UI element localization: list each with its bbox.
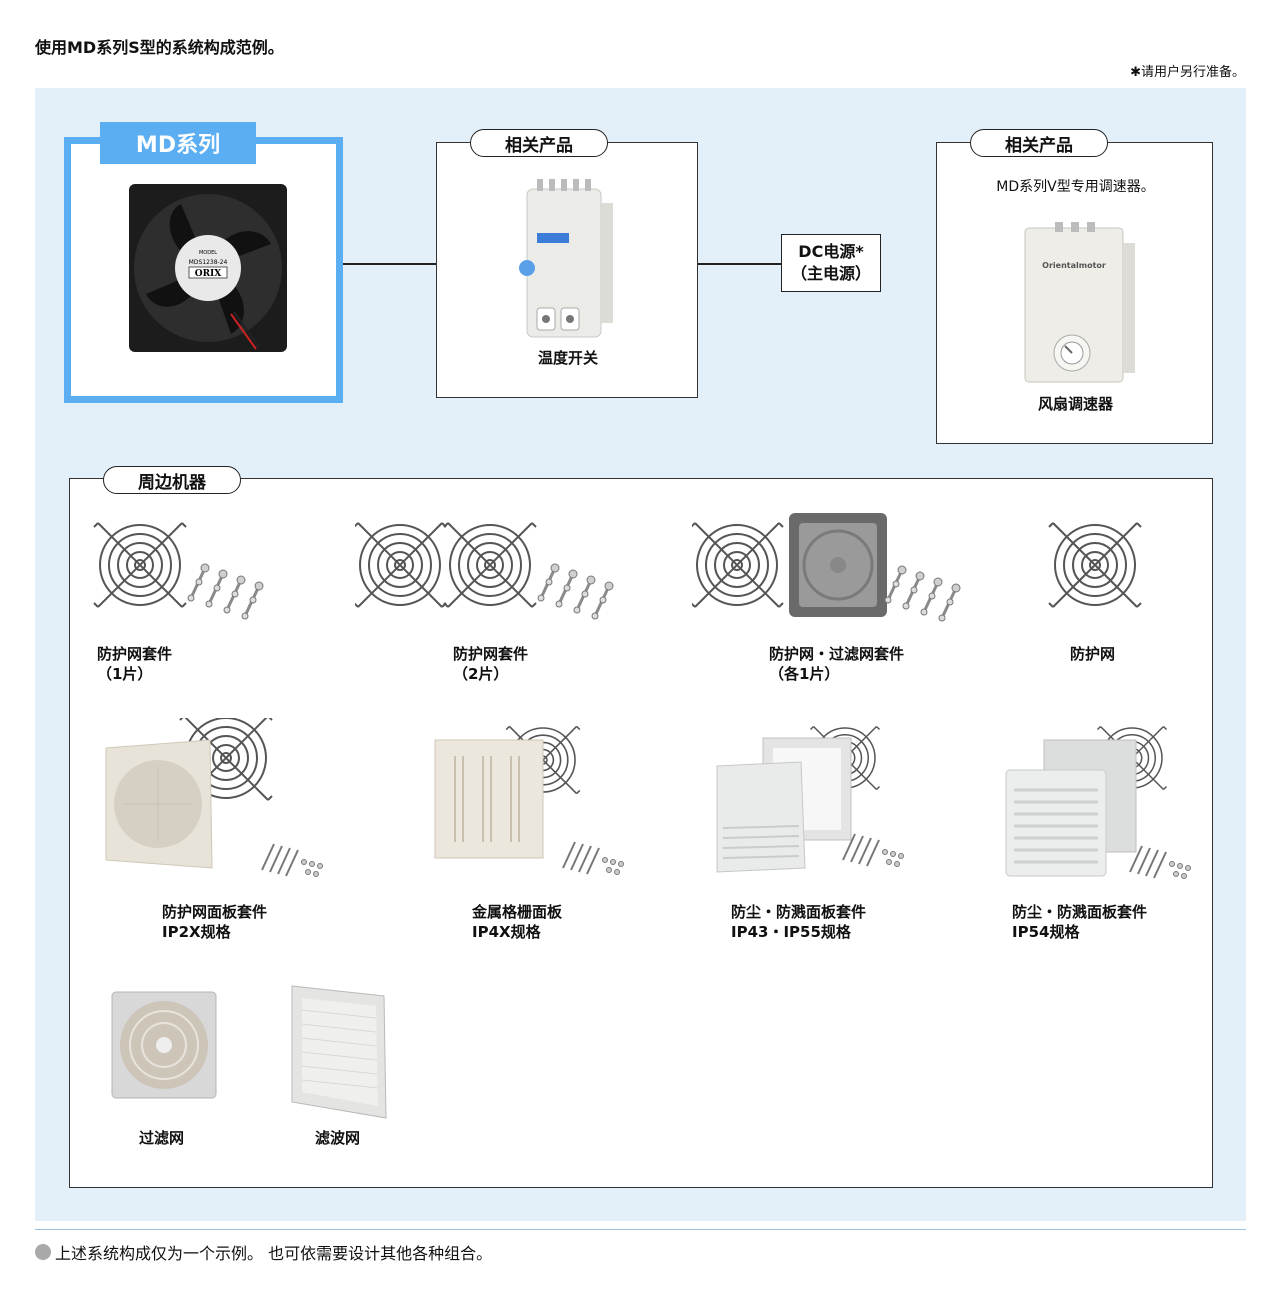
peripheral-tag: 周边机器 xyxy=(103,466,241,494)
peripheral-item-10-label: 滤波网 xyxy=(315,1128,360,1148)
item-4-line1: 防护网 xyxy=(1070,645,1116,663)
guard-kit-1-image xyxy=(93,522,310,630)
item-8-line2: IP54规格 xyxy=(1012,923,1080,941)
item-9-line1: 过滤网 xyxy=(139,1129,185,1147)
peripheral-item-6-label: 金属格栅面板 IP4X规格 xyxy=(472,902,562,942)
metal-grille-panel-image xyxy=(434,725,625,876)
item-6-line2: IP4X规格 xyxy=(472,923,541,941)
filter-image xyxy=(111,991,217,1099)
item-7-line2: IP43・IP55规格 xyxy=(731,923,851,941)
connector-fan-switch xyxy=(283,263,443,265)
speed-controller-desc: MD系列V型专用调速器。 xyxy=(996,179,1155,195)
dustproof-panel-ip43-image xyxy=(716,725,905,873)
mesh-filter-image xyxy=(291,985,387,1119)
guard-panel-kit-image xyxy=(105,718,324,878)
peripheral-item-9-label: 过滤网 xyxy=(139,1128,184,1148)
footer-note: 上述系统构成仅为一个示例。 也可依需要设计其他各种组合。 xyxy=(35,1240,492,1264)
peripheral-item-2-label: 防护网套件 （2片） xyxy=(453,644,528,684)
item-10-line1: 滤波网 xyxy=(315,1129,361,1147)
guard-kit-2-image xyxy=(355,522,645,630)
related-product-box-2: MD系列V型专用调速器。 Orientalmotor 风扇调速器 xyxy=(936,142,1213,444)
item-6-line1: 金属格栅面板 xyxy=(472,903,563,921)
related-product-tag-1: 相关产品 xyxy=(470,129,608,157)
peripheral-item-7-label: 防尘・防溅面板套件 IP43・IP55规格 xyxy=(731,902,866,942)
footer-divider xyxy=(35,1229,1246,1230)
item-5-line2: IP2X规格 xyxy=(162,923,231,941)
item-8-line1: 防尘・防溅面板套件 xyxy=(1012,903,1148,921)
guard-filter-kit-image xyxy=(692,513,1012,630)
item-5-line1: 防护网面板套件 xyxy=(162,903,268,921)
peripheral-item-4-label: 防护网 xyxy=(1070,644,1115,664)
item-2-line1: 防护网套件 xyxy=(453,645,529,663)
fan-model-text: MDS1238-24 xyxy=(189,259,228,266)
speed-controller-image: Orientalmotor xyxy=(1024,222,1135,383)
peripheral-item-1-label: 防护网套件 （1片） xyxy=(97,644,172,684)
bullet-icon xyxy=(35,1244,51,1260)
page-title: 使用MD系列S型的系统构成范例。 xyxy=(35,38,284,57)
dustproof-panel-ip54-image xyxy=(1005,725,1192,880)
dc-power-box: DC电源* （主电源） xyxy=(781,234,881,292)
note-user-supplied: ✱请用户另行准备。 xyxy=(1130,65,1245,80)
peripheral-item-8-label: 防尘・防溅面板套件 IP54规格 xyxy=(1012,902,1147,942)
item-7-line1: 防尘・防溅面板套件 xyxy=(731,903,867,921)
thermostat-image xyxy=(519,179,613,338)
svg-text:MODEL: MODEL xyxy=(199,250,217,256)
dc-power-line1: DC电源* xyxy=(798,242,864,261)
related-product-tag-2: 相关产品 xyxy=(970,129,1108,157)
related-product-box-1: 温度开关 xyxy=(436,142,698,398)
fan-speed-controller-label: 风扇调速器 xyxy=(1037,395,1113,413)
item-3-line1: 防护网・过滤网套件 xyxy=(769,645,905,663)
dc-power-line2: （主电源） xyxy=(790,264,871,283)
footer-text: 上述系统构成仅为一个示例。 也可依需要设计其他各种组合。 xyxy=(55,1244,493,1263)
fan-brand-text: ORIX xyxy=(195,269,222,279)
temperature-switch-label: 温度开关 xyxy=(537,349,598,367)
item-1-line2: （1片） xyxy=(97,665,153,683)
controller-brand-text: Orientalmotor xyxy=(1042,261,1106,270)
peripheral-item-5-label: 防护网面板套件 IP2X规格 xyxy=(162,902,267,942)
item-1-line1: 防护网套件 xyxy=(97,645,173,663)
finger-guard-image xyxy=(1048,522,1142,608)
peripheral-item-3-label: 防护网・过滤网套件 （各1片） xyxy=(769,644,904,684)
fan-image: MODEL MDS1238-24 ORIX xyxy=(129,184,287,352)
md-series-label: MD系列 xyxy=(100,122,256,164)
item-3-line2: （各1片） xyxy=(769,665,840,683)
md-series-box: MODEL MDS1238-24 ORIX xyxy=(64,137,343,403)
item-2-line2: （2片） xyxy=(453,665,509,683)
